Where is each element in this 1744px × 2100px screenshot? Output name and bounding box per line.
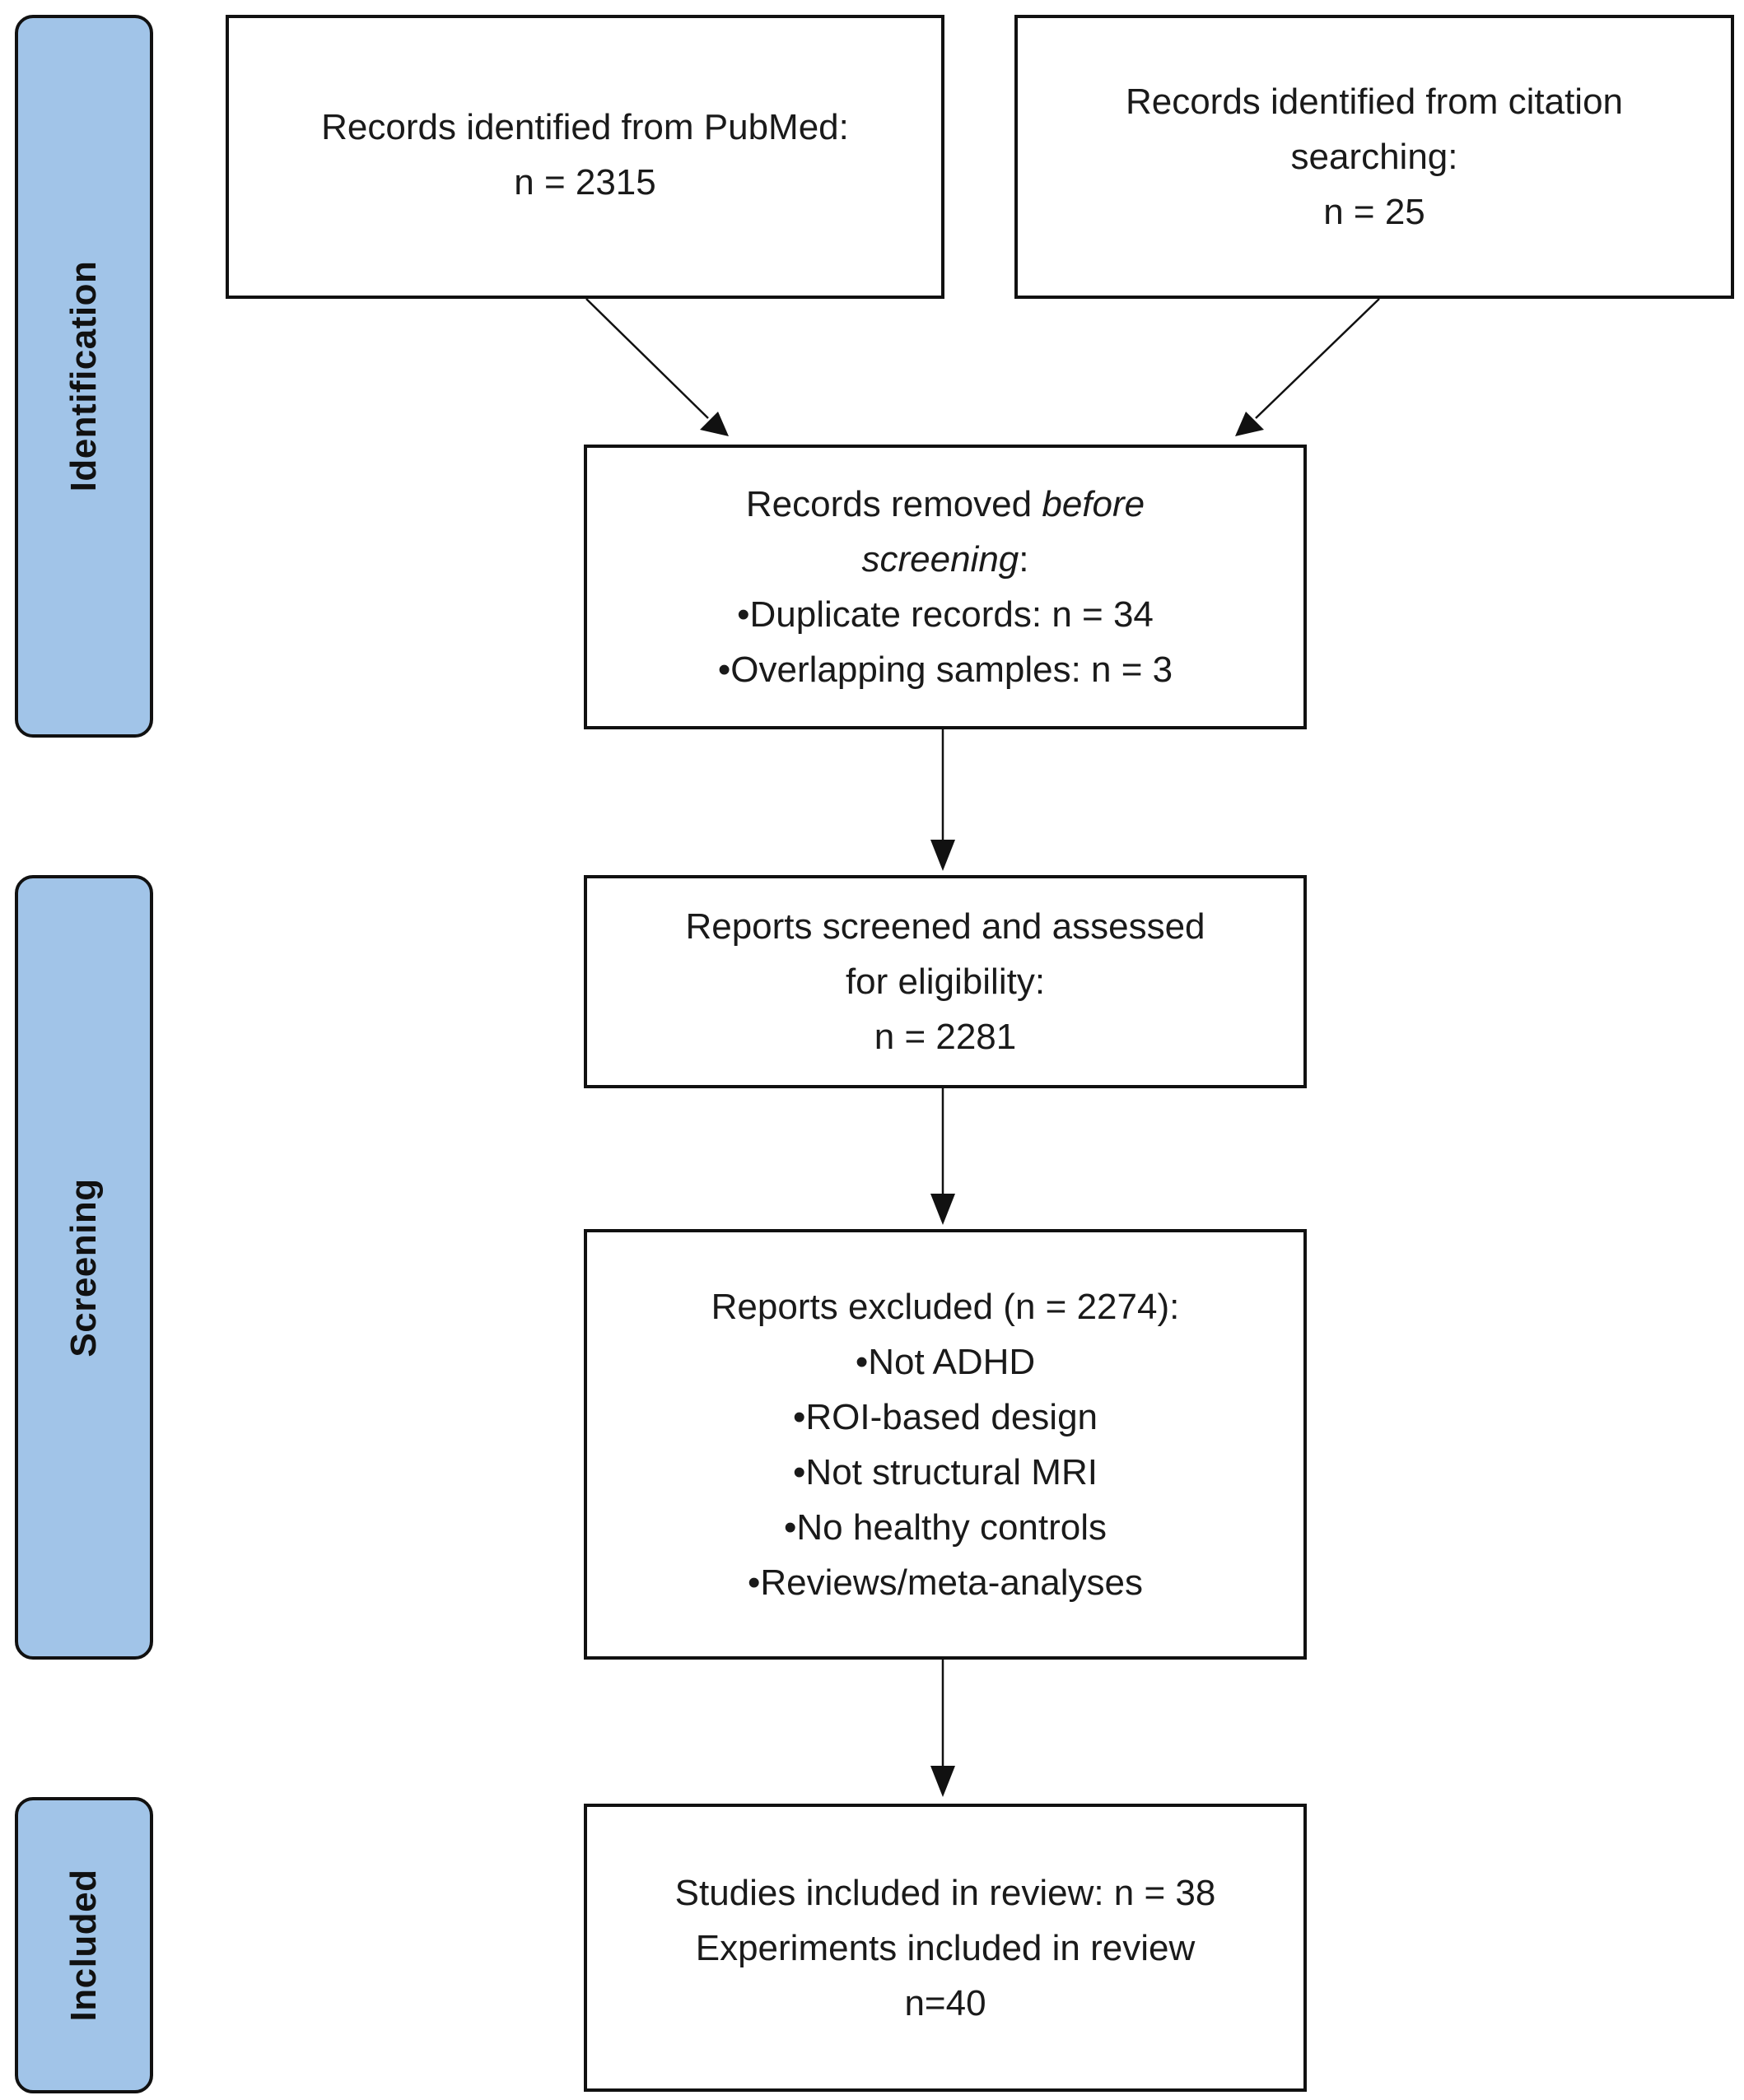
overlapping-samples-item: •Overlapping samples: n = 3 [717,650,1173,690]
reports-excluded-box: Reports excluded (n = 2274): •Not ADHD •… [584,1229,1307,1660]
experiments-included-label: Experiments included in review [695,1927,1196,1968]
phase-identification: Identification [15,15,153,738]
phase-included-label: Included [63,1869,104,2022]
pubmed-records-box: Records identified from PubMed: n = 2315 [226,15,944,299]
pubmed-records-label: Records identified from PubMed: [321,107,849,147]
phase-identification-label: Identification [63,260,104,492]
exclusion-reason: •No healthy controls [783,1506,1107,1548]
pubmed-records-count: n = 2315 [514,162,656,203]
studies-included-box: Studies included in review: n = 38 Exper… [584,1804,1307,2092]
arrow-citation-to-removed [1255,298,1380,419]
exclusion-reason: •Reviews/meta-analyses [747,1562,1144,1603]
reports-screened-box: Reports screened and assessed for eligib… [584,875,1307,1088]
citation-records-label-cont: searching: [1290,137,1458,177]
reports-excluded-heading: Reports excluded (n = 2274): [711,1286,1180,1327]
phase-screening: Screening [15,875,153,1660]
experiments-included-count: n=40 [904,1982,986,2023]
citation-records-box: Records identified from citation searchi… [1014,15,1734,299]
arrow-citation-to-removed-head [1235,412,1264,436]
records-removed-heading: Records removed before [745,484,1145,524]
arrow-removed-to-screened-head [930,840,955,871]
phase-included: Included [15,1797,153,2093]
records-removed-heading-cont: screening: [861,539,1029,580]
arrow-excluded-to-included-head [930,1766,955,1797]
duplicate-records-item: •Duplicate records: n = 34 [737,594,1154,635]
exclusion-reason: •Not structural MRI [793,1451,1098,1492]
arrow-pubmed-to-removed [585,298,709,419]
arrow-screened-to-excluded-head [930,1194,955,1225]
exclusion-reason: •ROI-based design [792,1396,1098,1437]
records-removed-box: Records removed before screening: •Dupli… [584,445,1307,729]
phase-screening-label: Screening [63,1177,104,1357]
reports-screened-label: Reports screened and assessed [685,906,1205,947]
arrow-pubmed-to-removed-head [700,412,729,436]
reports-screened-count: n = 2281 [874,1017,1017,1057]
citation-records-count: n = 25 [1323,192,1425,232]
studies-included-count: Studies included in review: n = 38 [674,1872,1216,1913]
reports-screened-label-cont: for eligibility: [845,962,1046,1002]
exclusion-reason: •Not ADHD [855,1341,1036,1382]
citation-records-label: Records identified from citation [1125,81,1624,122]
